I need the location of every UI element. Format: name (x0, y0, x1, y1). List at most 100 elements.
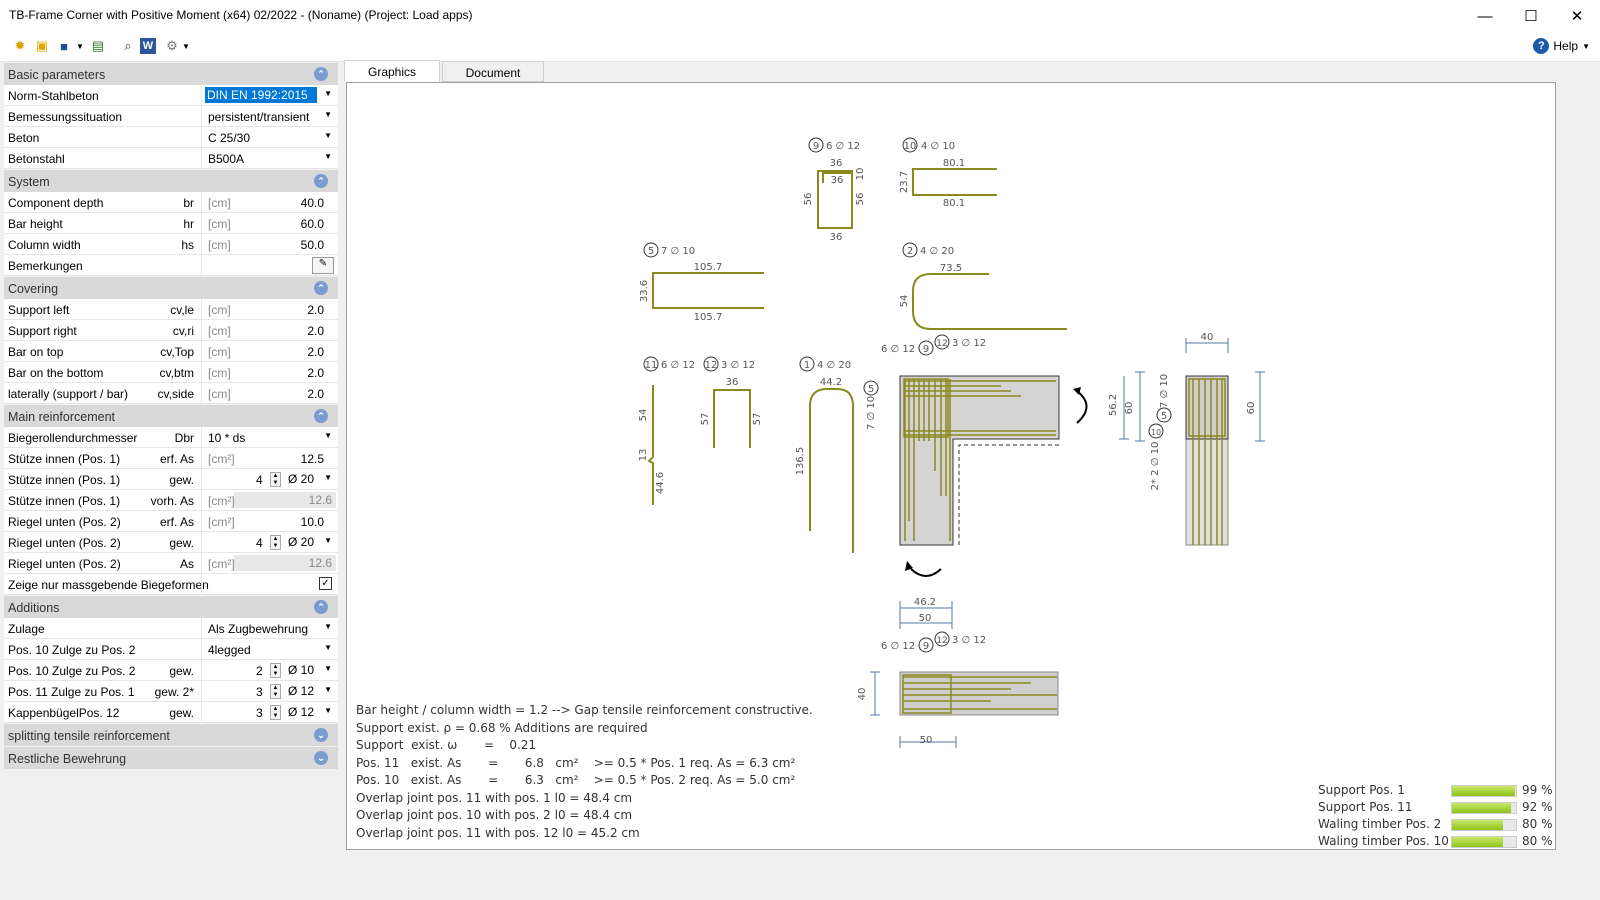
support-left-input[interactable]: 2.0 (307, 303, 324, 317)
title-bar: TB-Frame Corner with Positive Moment (x6… (0, 0, 1600, 32)
beton-select[interactable]: C 25/30 (208, 131, 251, 145)
column-width-input[interactable]: 50.0 (300, 238, 324, 252)
export-icon[interactable]: ▤ (91, 38, 105, 53)
new-file-icon[interactable]: ✹ (14, 38, 26, 53)
dropdown-arrow-icon[interactable]: ▼ (324, 536, 332, 545)
spinner-icon[interactable]: ▲▼ (270, 705, 281, 720)
spinner-icon[interactable]: ▲▼ (270, 663, 281, 678)
collapse-icon[interactable]: ⌃ (314, 67, 328, 81)
section-covering[interactable]: Covering⌃ (4, 276, 338, 299)
section-system[interactable]: System⌃ (4, 169, 338, 192)
support-right-input[interactable]: 2.0 (307, 324, 324, 338)
show-relevant-row[interactable]: Zeige nur massgebende Biegeformen✓ (4, 574, 338, 595)
dropdown-arrow-icon[interactable]: ▼ (324, 89, 332, 98)
tab-document[interactable]: Document (442, 61, 544, 82)
bar-on-bottom-input[interactable]: 2.0 (307, 366, 324, 380)
pos11-diameter[interactable]: Ø 12 (288, 684, 315, 698)
pos1-chosen-row[interactable]: Stütze innen (Pos. 1)gew.4▲▼Ø 20▼ (4, 469, 338, 490)
dropdown-arrow-icon[interactable]: ▼ (324, 622, 332, 631)
collapse-icon[interactable]: ⌃ (314, 281, 328, 295)
biegerollen-select[interactable]: 10 * ds (208, 431, 246, 445)
utilization-bar (1451, 785, 1517, 797)
pos11-count-input[interactable]: 3 (256, 685, 263, 699)
dropdown-arrow-icon[interactable]: ▼ (324, 643, 332, 652)
maximize-button[interactable]: ☐ (1524, 8, 1538, 25)
dropdown-arrow-icon[interactable]: ▼ (324, 664, 332, 673)
spinner-icon[interactable]: ▲▼ (270, 684, 281, 699)
norm-select[interactable]: DIN EN 1992:2015 (205, 87, 317, 103)
save-icon[interactable]: ■ (60, 38, 68, 54)
bemerkungen-row[interactable]: Bemerkungen✎ (4, 255, 338, 276)
dropdown-arrow-icon[interactable]: ▼ (324, 473, 332, 482)
collapse-icon[interactable]: ⌃ (314, 409, 328, 423)
pos1-count-input[interactable]: 4 (256, 473, 263, 487)
print-preview-icon[interactable]: ⌕ (124, 38, 132, 53)
bar-height-input[interactable]: 60.0 (300, 217, 324, 231)
row-unit: [cm] (208, 238, 231, 252)
pos1-diameter[interactable]: Ø 20 (288, 472, 315, 486)
dropdown-arrow-icon[interactable]: ▼ (324, 152, 332, 161)
show-relevant-checkbox[interactable]: ✓ (319, 577, 332, 590)
betonstahl-select[interactable]: B500A (208, 152, 245, 166)
edit-notes-icon[interactable]: ✎ (312, 257, 334, 274)
section-basic-parameters[interactable]: Basic parameters⌃ (4, 62, 338, 85)
section-splitting[interactable]: splitting tensile reinforcement⌄ (4, 723, 338, 746)
pos2-chosen-row[interactable]: Riegel unten (Pos. 2)gew.4▲▼Ø 20▼ (4, 532, 338, 553)
section-main-reinforcement[interactable]: Main reinforcement⌃ (4, 404, 338, 427)
section-restliche[interactable]: Restliche Bewehrung⌄ (4, 746, 338, 769)
pos10-count-input[interactable]: 2 (256, 664, 263, 678)
laterally-input[interactable]: 2.0 (307, 387, 324, 401)
plan-top2-spec: 3 ∅ 12 (952, 635, 986, 646)
pos12-count-input[interactable]: 3 (256, 706, 263, 720)
minimize-button[interactable]: — (1477, 7, 1493, 25)
expand-icon[interactable]: ⌄ (314, 728, 328, 742)
section-additions[interactable]: Additions⌃ (4, 595, 338, 618)
settings-icon[interactable]: ⚙ (166, 38, 178, 53)
pos2-diameter[interactable]: Ø 20 (288, 535, 315, 549)
save-dropdown-icon[interactable]: ▼ (76, 41, 84, 51)
expand-icon[interactable]: ⌄ (314, 751, 328, 765)
dropdown-arrow-icon[interactable]: ▼ (324, 685, 332, 694)
graphics-canvas[interactable]: 9 6 ∅ 12 36 36 56 56 36 10 10 4 ∅ 10 80.… (346, 82, 1556, 850)
bar-on-top-input[interactable]: 2.0 (307, 345, 324, 359)
dropdown-arrow-icon[interactable]: ▼ (324, 110, 332, 119)
collapse-icon[interactable]: ⌃ (314, 174, 328, 188)
spinner-icon[interactable]: ▲▼ (270, 535, 281, 550)
component-depth-input[interactable]: 40.0 (300, 196, 324, 210)
pos10-type-select[interactable]: 4legged (208, 643, 251, 657)
pos12-diameter[interactable]: Ø 12 (288, 705, 315, 719)
open-folder-icon[interactable]: ▣ (35, 38, 49, 53)
spinner-icon[interactable]: ▲▼ (270, 472, 281, 487)
word-icon[interactable]: W (140, 38, 156, 54)
tab-graphics[interactable]: Graphics (344, 60, 440, 82)
bemessung-select[interactable]: persistent/transient (208, 110, 310, 124)
pos2-count-input[interactable]: 4 (256, 536, 263, 550)
dropdown-arrow-icon[interactable]: ▼ (324, 706, 332, 715)
laterally-row[interactable]: laterally (support / bar)cv,side[cm]2.0 (4, 383, 338, 404)
dropdown-arrow-icon[interactable]: ▼ (324, 431, 332, 440)
dropdown-arrow-icon[interactable]: ▼ (324, 131, 332, 140)
zulage-select[interactable]: Als Zugbewehrung (208, 622, 309, 636)
help-button[interactable]: ? Help ▼ (1533, 38, 1590, 54)
collapse-icon[interactable]: ⌃ (314, 600, 328, 614)
settings-dropdown-icon[interactable]: ▼ (182, 41, 190, 51)
close-button[interactable]: ✕ (1570, 8, 1584, 25)
pos10-diameter[interactable]: Ø 10 (288, 663, 315, 677)
